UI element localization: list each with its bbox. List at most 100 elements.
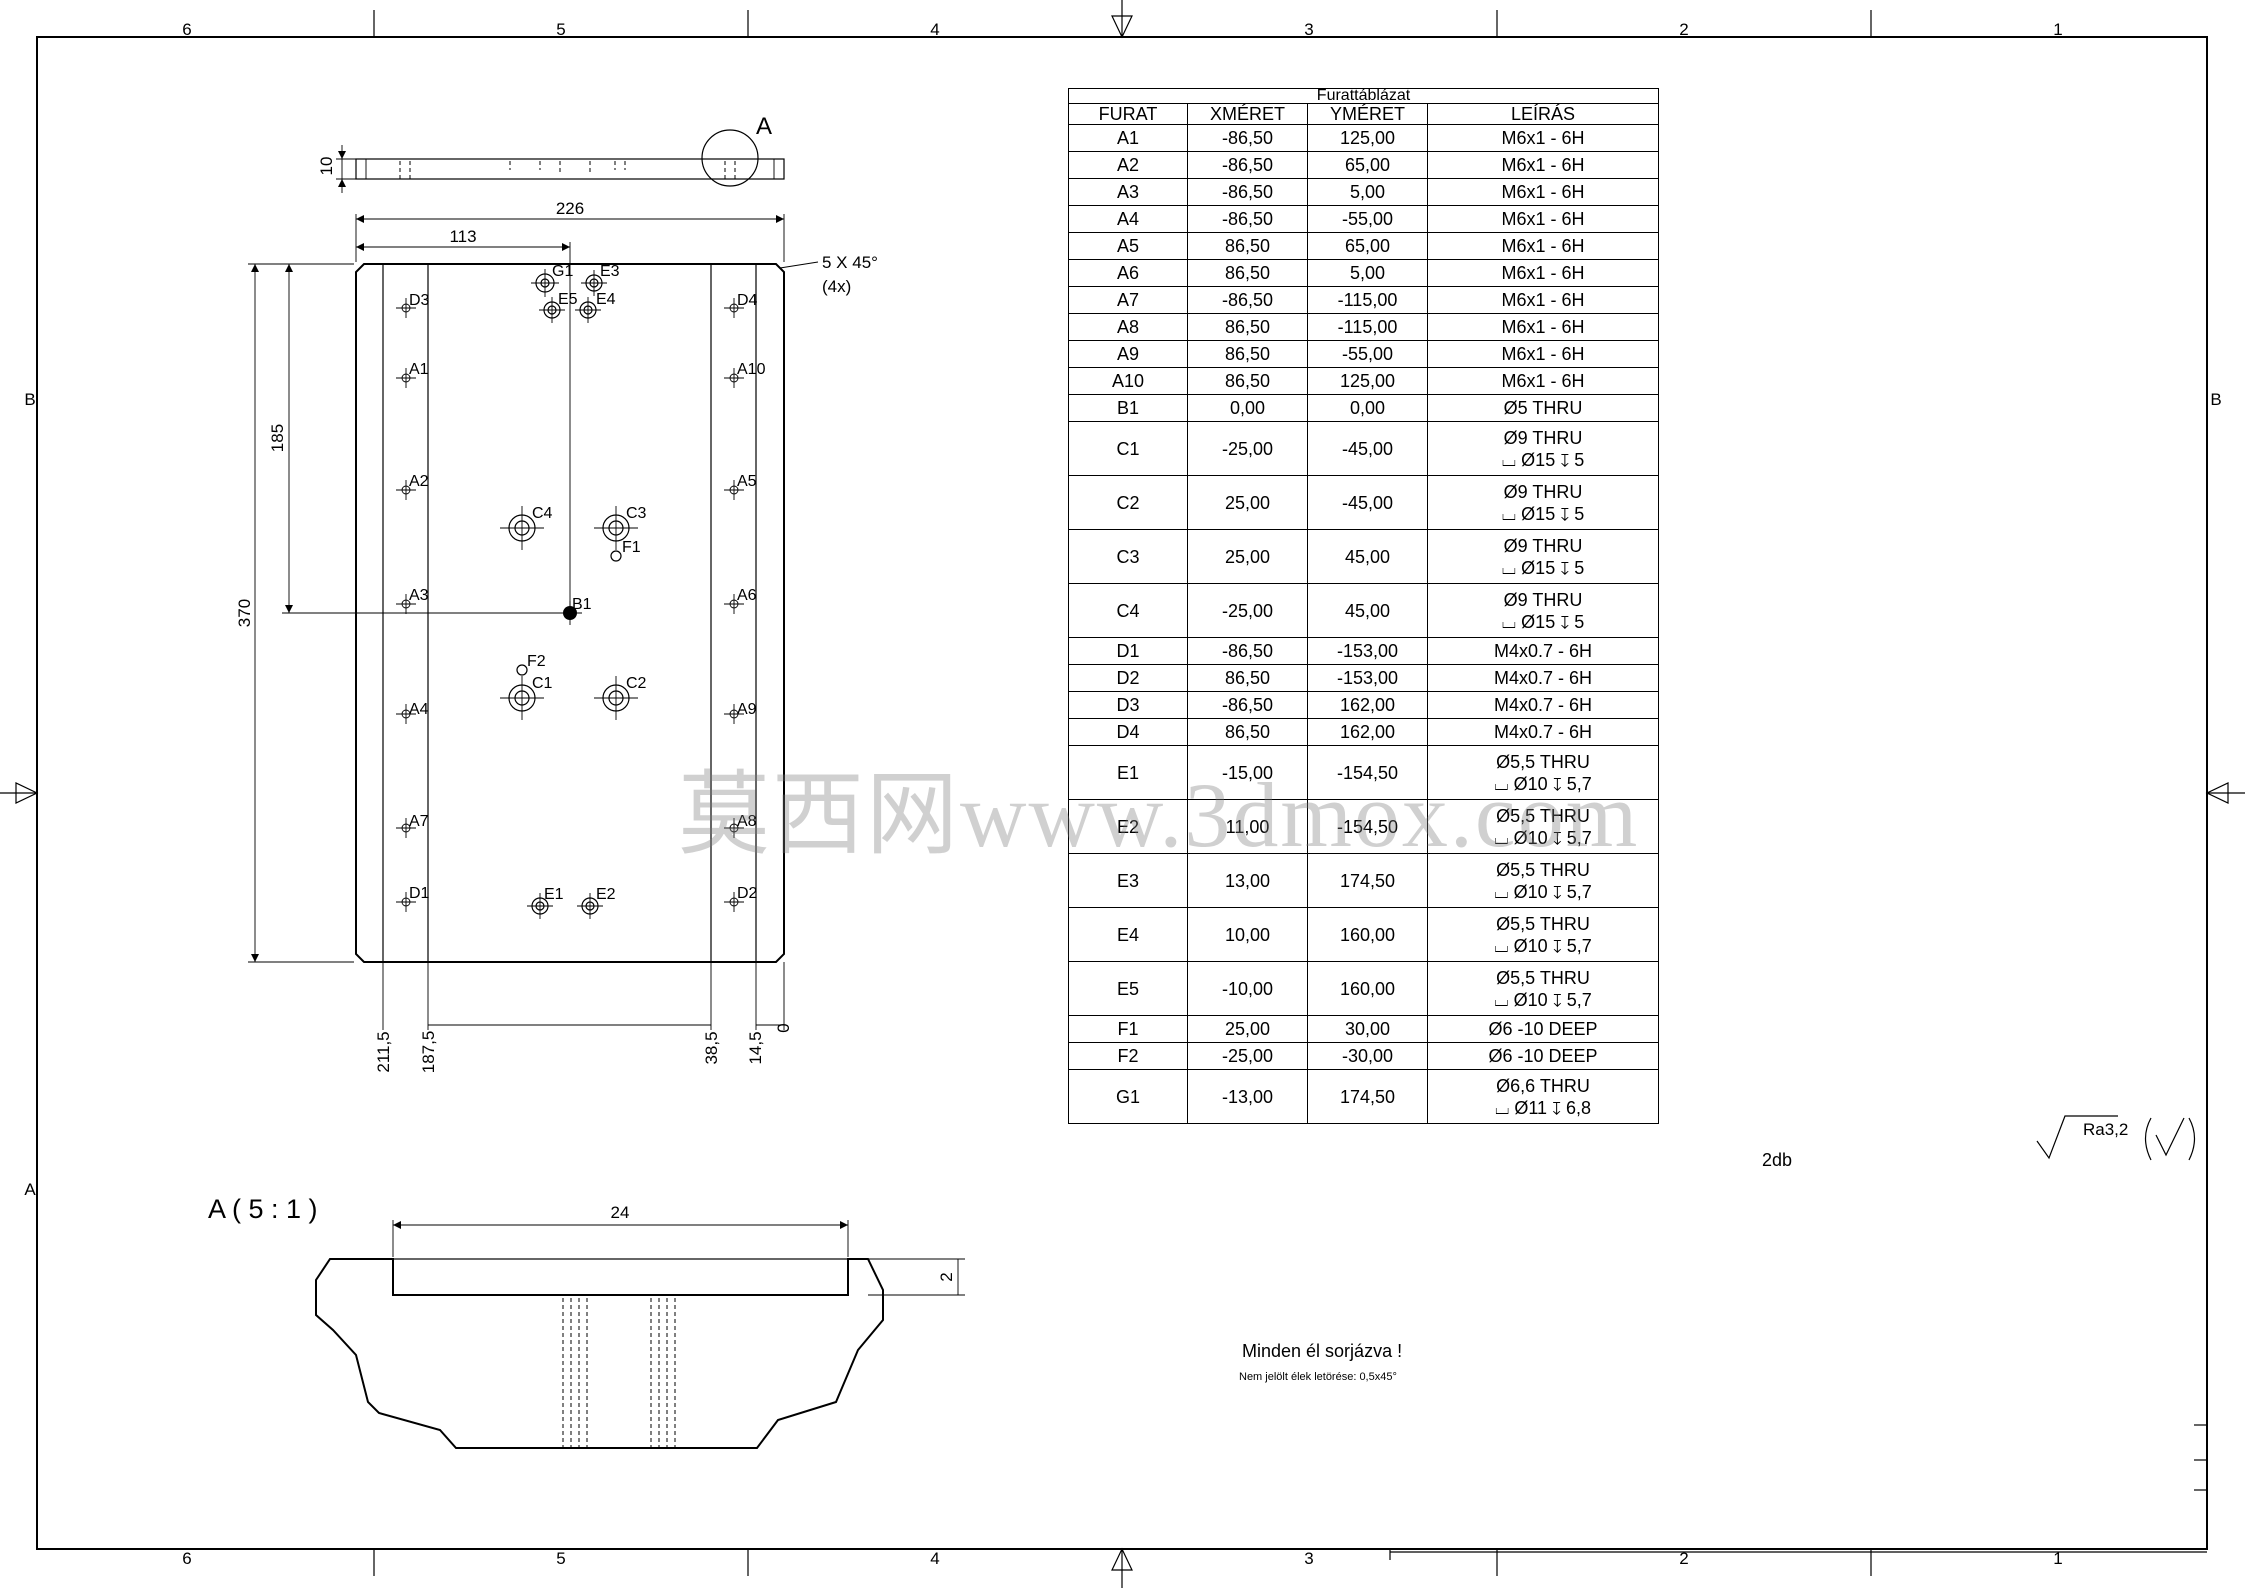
detail-circle-callout bbox=[701, 129, 759, 187]
svg-text:226: 226 bbox=[556, 199, 584, 218]
x-size-cell: 86,50 bbox=[1187, 367, 1308, 395]
x-size-cell: -10,00 bbox=[1187, 961, 1308, 1016]
y-size-cell: 162,00 bbox=[1307, 718, 1428, 746]
hole-labels: G1 E3 E5 E4 D3 D4 A1 A10 A2 A5 C4 C3 F1 … bbox=[409, 263, 766, 903]
svg-text:A10: A10 bbox=[737, 361, 766, 378]
header-leiras: LEÍRÁS bbox=[1427, 103, 1659, 125]
description-cell: M6x1 - 6H bbox=[1427, 313, 1659, 341]
x-size-cell: 10,00 bbox=[1187, 907, 1308, 962]
description-cell: Ø6 -10 DEEP bbox=[1427, 1042, 1659, 1070]
svg-text:E5: E5 bbox=[558, 291, 578, 308]
hole-b1 bbox=[558, 601, 582, 625]
hole-id-cell: D2 bbox=[1068, 664, 1188, 692]
x-size-cell: -13,00 bbox=[1187, 1069, 1308, 1124]
description-cell: M4x0.7 - 6H bbox=[1427, 691, 1659, 719]
description-line: M6x1 - 6H bbox=[1501, 371, 1585, 391]
hole-id-cell: A7 bbox=[1068, 286, 1188, 314]
x-size-cell: 86,50 bbox=[1187, 259, 1308, 287]
y-size-cell: -154,50 bbox=[1307, 745, 1428, 800]
y-size-cell: 5,00 bbox=[1307, 259, 1428, 287]
description-line: M6x1 - 6H bbox=[1501, 209, 1585, 229]
svg-text:E4: E4 bbox=[596, 291, 616, 308]
hole-id-cell: B1 bbox=[1068, 394, 1188, 422]
svg-text:B: B bbox=[24, 390, 35, 409]
hole-table: Furattáblázat FURAT XMÉRET YMÉRET LEÍRÁS… bbox=[1068, 88, 1659, 1124]
hole-id-cell: F1 bbox=[1068, 1015, 1188, 1043]
x-size-cell: -25,00 bbox=[1187, 1042, 1308, 1070]
svg-text:C1: C1 bbox=[532, 675, 553, 692]
zone-labels: 6 5 4 3 2 1 6 5 4 3 2 1 B B A bbox=[24, 20, 2221, 1568]
hole-id-cell: C3 bbox=[1068, 529, 1188, 584]
description-cell: M6x1 - 6H bbox=[1427, 367, 1659, 395]
y-size-cell: 162,00 bbox=[1307, 691, 1428, 719]
svg-text:187,5: 187,5 bbox=[419, 1031, 438, 1074]
hole-id-cell: D1 bbox=[1068, 637, 1188, 665]
counterbore-line: ⌴ Ø15 ↧ 5 bbox=[1501, 449, 1585, 470]
y-size-cell: -153,00 bbox=[1307, 664, 1428, 692]
description-cell: Ø5,5 THRU⌴ Ø10 ↧ 5,7 bbox=[1427, 799, 1659, 854]
description-cell: M6x1 - 6H bbox=[1427, 151, 1659, 179]
plan-view bbox=[248, 214, 819, 1030]
hole-id-cell: D3 bbox=[1068, 691, 1188, 719]
svg-text:D2: D2 bbox=[737, 885, 758, 902]
x-size-cell: 0,00 bbox=[1187, 394, 1308, 422]
svg-text:0: 0 bbox=[774, 1023, 793, 1032]
description-line: M4x0.7 - 6H bbox=[1493, 668, 1593, 688]
description-line: Ø5,5 THRU bbox=[1496, 805, 1590, 826]
description-cell: M6x1 - 6H bbox=[1427, 340, 1659, 368]
detail-view-title: A ( 5 : 1 ) bbox=[208, 1194, 318, 1224]
hole-id-cell: A8 bbox=[1068, 313, 1188, 341]
description-line: Ø9 THRU bbox=[1503, 535, 1583, 556]
description-cell: Ø9 THRU⌴ Ø15 ↧ 5 bbox=[1427, 583, 1659, 638]
hole-id-cell: F2 bbox=[1068, 1042, 1188, 1070]
hole-id-cell: A5 bbox=[1068, 232, 1188, 260]
description-cell: M6x1 - 6H bbox=[1427, 259, 1659, 287]
x-size-cell: -25,00 bbox=[1187, 583, 1308, 638]
y-size-cell: 65,00 bbox=[1307, 232, 1428, 260]
svg-text:B: B bbox=[2210, 390, 2221, 409]
hole-id-cell: A6 bbox=[1068, 259, 1188, 287]
svg-text:A4: A4 bbox=[409, 701, 429, 718]
description-cell: M4x0.7 - 6H bbox=[1427, 637, 1659, 665]
svg-text:A7: A7 bbox=[409, 813, 429, 830]
description-cell: Ø5 THRU bbox=[1427, 394, 1659, 422]
description-cell: Ø9 THRU⌴ Ø15 ↧ 5 bbox=[1427, 421, 1659, 476]
svg-text:6: 6 bbox=[182, 1549, 191, 1568]
hole-id-cell: A4 bbox=[1068, 205, 1188, 233]
description-cell: Ø5,5 THRU⌴ Ø10 ↧ 5,7 bbox=[1427, 961, 1659, 1016]
description-line: Ø5,5 THRU bbox=[1496, 913, 1590, 934]
hole-id-cell: E4 bbox=[1068, 907, 1188, 962]
x-size-cell: 13,00 bbox=[1187, 853, 1308, 908]
hole-id-cell: E1 bbox=[1068, 745, 1188, 800]
x-size-cell: -25,00 bbox=[1187, 421, 1308, 476]
side-view bbox=[336, 129, 785, 193]
counterbore-line: ⌴ Ø15 ↧ 5 bbox=[1501, 503, 1585, 524]
roughness-value: Ra3,2 bbox=[2083, 1120, 2128, 1139]
description-line: Ø9 THRU bbox=[1503, 427, 1583, 448]
svg-text:A1: A1 bbox=[409, 361, 429, 378]
y-size-cell: -55,00 bbox=[1307, 205, 1428, 233]
description-cell: M6x1 - 6H bbox=[1427, 232, 1659, 260]
description-line: M6x1 - 6H bbox=[1501, 317, 1585, 337]
description-line: M6x1 - 6H bbox=[1501, 263, 1585, 283]
y-size-cell: 160,00 bbox=[1307, 961, 1428, 1016]
counterbore-line: ⌴ Ø10 ↧ 5,7 bbox=[1494, 773, 1592, 794]
counterbore-line: ⌴ Ø11 ↧ 6,8 bbox=[1494, 1097, 1592, 1118]
y-size-cell: -115,00 bbox=[1307, 286, 1428, 314]
counterbore-line: ⌴ Ø15 ↧ 5 bbox=[1501, 611, 1585, 632]
